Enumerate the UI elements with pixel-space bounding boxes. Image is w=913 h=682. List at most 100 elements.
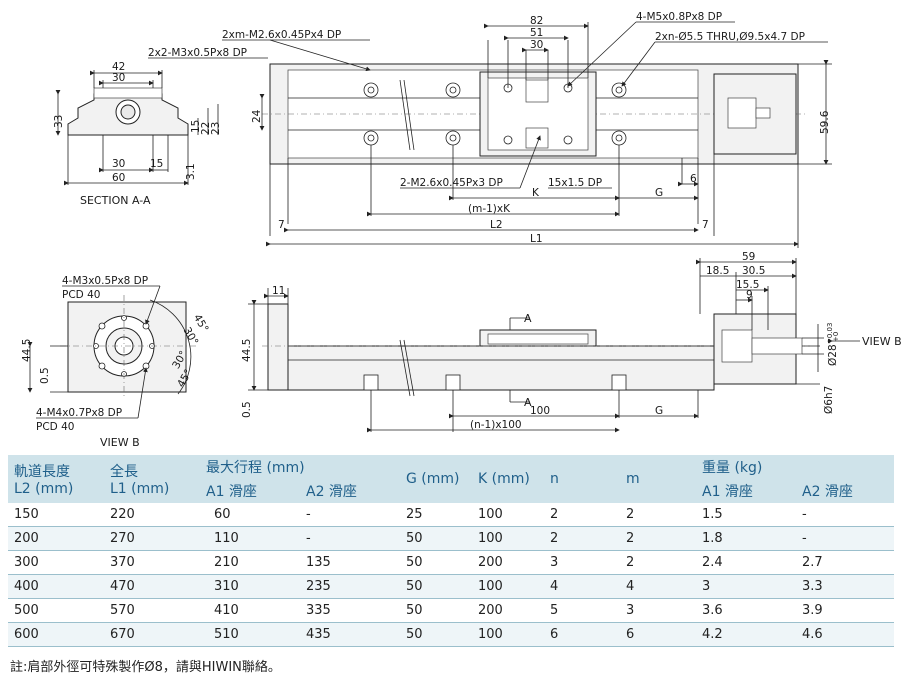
top-view: 82 51 30 24 59.6 6 K G (m-1)xK 7 L2 7 L1… <box>222 11 832 248</box>
table-cell: 3 <box>544 550 620 575</box>
header-l2: 軌道長度 L2 (mm) <box>8 455 104 503</box>
callout-m3-view-b: 4-M3x0.5Px8 DP <box>62 275 148 287</box>
section-a-a: 42 30 33 15 22 23 30 15 3.1 60 SECTION A… <box>53 47 268 207</box>
dim-9: 9 <box>746 289 753 301</box>
table-cell: 335 <box>300 598 400 623</box>
dim-15-side: 15 <box>190 120 202 133</box>
table-cell: 2 <box>620 550 696 575</box>
technical-drawing: 42 30 33 15 22 23 30 15 3.1 60 SECTION A… <box>21 11 902 449</box>
section-mark-a-bottom: A <box>524 396 532 409</box>
dim-33: 33 <box>53 115 65 128</box>
table-cell: 1.8 <box>696 526 796 551</box>
dim-7-left: 7 <box>278 219 285 231</box>
dim-51: 51 <box>530 27 543 39</box>
dim-m-1-k: (m-1)xK <box>468 203 511 215</box>
dim-60: 60 <box>112 172 125 184</box>
table-cell: 210 <box>200 550 300 575</box>
dim-k: K <box>532 187 540 199</box>
dim-g: G <box>655 187 663 199</box>
spec-table: 軌道長度 L2 (mm) 全長 L1 (mm) 最大行程 (mm) G (mm)… <box>8 455 894 647</box>
table-cell: 4.6 <box>796 622 894 647</box>
view-b-arrow-label: VIEW B <box>862 335 902 348</box>
table-cell: 110 <box>200 526 300 551</box>
table-cell: 370 <box>104 550 200 575</box>
table-cell: 500 <box>8 598 104 623</box>
table-cell: 200 <box>472 598 544 623</box>
tol-lower: +0 <box>832 332 840 342</box>
table-cell: 220 <box>104 503 200 527</box>
dim-82: 82 <box>530 15 543 27</box>
table-cell: 3 <box>696 574 796 599</box>
table-cell: 50 <box>400 526 472 551</box>
table-cell: 200 <box>8 526 104 551</box>
table-cell: 2 <box>620 503 696 527</box>
callout-m5: 4-M5x0.8Px8 DP <box>636 11 722 23</box>
dim-100: 100 <box>530 405 550 417</box>
dim-42: 42 <box>112 61 125 73</box>
callout-m4: 4-M4x0.7Px8 DP <box>36 407 122 419</box>
dim-dia-28: Ø28 <box>827 344 839 366</box>
spec-header-row-2: A1 滑座 A2 滑座 A1 滑座 A2 滑座 <box>8 479 894 503</box>
dim-0-5-b: 0.5 <box>39 367 51 384</box>
table-cell: 400 <box>8 574 104 599</box>
dim-30-bottom: 30 <box>112 158 125 170</box>
table-cell: 200 <box>472 550 544 575</box>
callout-m2-6-top: 2xm-M2.6x0.45Px4 DP <box>222 29 341 41</box>
dim-22: 22 <box>200 122 212 135</box>
dim-3-1: 3.1 <box>185 163 197 180</box>
table-cell: 4 <box>620 574 696 599</box>
header-m: m <box>620 455 696 503</box>
header-stroke-a1: A1 滑座 <box>200 479 300 503</box>
dim-11: 11 <box>272 285 285 297</box>
table-cell: 100 <box>472 622 544 647</box>
dim-30-5: 30.5 <box>742 265 765 277</box>
footnote: 註:肩部外徑可特殊製作Ø8，請與HIWIN聯絡。 <box>10 660 281 675</box>
side-view: 11 44.5 0.5 A A 100 G (n-1)x100 <box>241 285 810 433</box>
dim-6: 6 <box>690 173 697 185</box>
dim-l1: L1 <box>530 233 543 245</box>
dim-23: 23 <box>210 122 222 135</box>
header-g: G (mm) <box>400 455 472 503</box>
dim-44-5-side: 44.5 <box>241 339 253 362</box>
dim-n-1-100: (n-1)x100 <box>470 419 522 431</box>
table-cell: 50 <box>400 574 472 599</box>
callout-m2-6-bottom: 2-M2.6x0.45Px3 DP <box>400 177 503 189</box>
table-cell: 270 <box>104 526 200 551</box>
dim-dia-6h7: Ø6h7 <box>823 386 835 414</box>
table-cell: - <box>796 503 894 527</box>
dim-59-motor: 59 <box>742 251 755 263</box>
table-cell: 2.7 <box>796 550 894 575</box>
header-stroke-a2: A2 滑座 <box>300 479 400 503</box>
table-cell: 435 <box>300 622 400 647</box>
dim-7-right: 7 <box>702 219 709 231</box>
table-cell: 5 <box>544 598 620 623</box>
table-cell: 3.9 <box>796 598 894 623</box>
header-l1: 全長 L1 (mm) <box>104 455 200 503</box>
table-cell: 410 <box>200 598 300 623</box>
table-cell: 25 <box>400 503 472 527</box>
table-cell: 310 <box>200 574 300 599</box>
table-cell: 50 <box>400 550 472 575</box>
table-cell: - <box>300 503 400 527</box>
table-cell: 2 <box>544 503 620 527</box>
callout-m3-section: 2x2-M3x0.5Px8 DP <box>148 47 247 59</box>
spec-header-row-1: 軌道長度 L2 (mm) 全長 L1 (mm) 最大行程 (mm) G (mm)… <box>8 455 894 503</box>
dim-44-5-b: 44.5 <box>21 339 33 362</box>
table-cell: 2 <box>620 526 696 551</box>
table-cell: 510 <box>200 622 300 647</box>
table-cell: 135 <box>300 550 400 575</box>
table-cell: 60 <box>200 503 300 527</box>
header-n: n <box>544 455 620 503</box>
view-b-title: VIEW B <box>100 436 140 449</box>
dim-30-slider: 30 <box>530 39 543 51</box>
header-k: K (mm) <box>472 455 544 503</box>
dim-0-5-side: 0.5 <box>241 401 253 418</box>
header-weight-a2: A2 滑座 <box>796 479 894 503</box>
callout-thru-hole: 2xn-Ø5.5 THRU,Ø9.5x4.7 DP <box>655 31 805 43</box>
table-cell: - <box>300 526 400 551</box>
